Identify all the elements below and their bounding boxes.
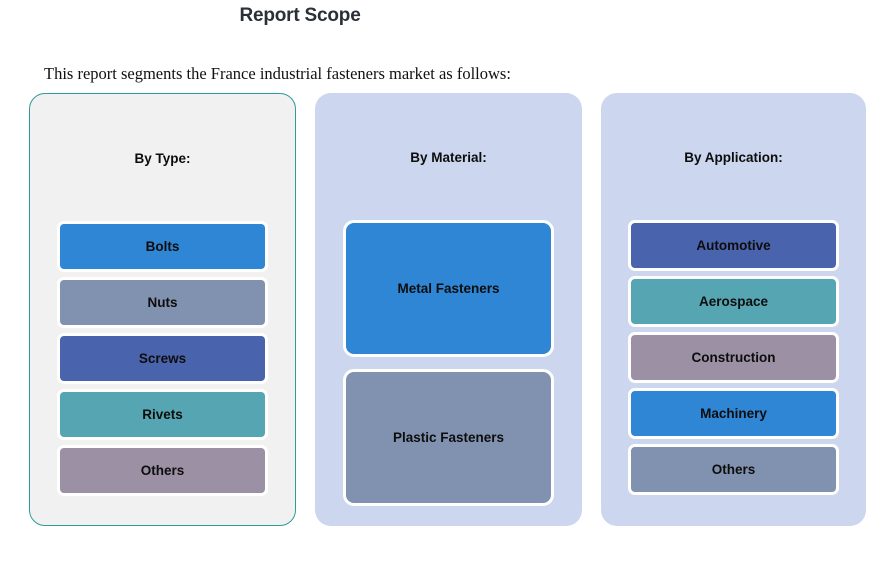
segment-item-label: Metal Fasteners <box>397 281 500 296</box>
panel-by-application-items: Automotive Aerospace Construction Machin… <box>601 220 866 526</box>
panel-by-type-heading: By Type: <box>134 151 191 166</box>
segmentation-panels: By Type: Bolts Nuts Screws Rivets Others… <box>0 93 894 528</box>
intro-text: This report segments the France industri… <box>44 64 511 83</box>
panel-by-application: By Application: Automotive Aerospace Con… <box>601 93 866 526</box>
segment-item-label: Construction <box>691 350 776 365</box>
panel-by-material-items: Metal Fasteners Plastic Fasteners <box>315 220 582 526</box>
segment-item-label: Machinery <box>700 406 767 421</box>
segment-item[interactable]: Plastic Fasteners <box>343 369 554 506</box>
segment-item[interactable]: Bolts <box>57 221 268 272</box>
segment-item[interactable]: Rivets <box>57 389 268 440</box>
segment-item[interactable]: Nuts <box>57 277 268 328</box>
segment-item-label: Rivets <box>142 407 183 422</box>
segment-item-label: Nuts <box>147 295 178 310</box>
segment-item-label: Aerospace <box>698 294 769 309</box>
segment-item[interactable]: Screws <box>57 333 268 384</box>
segment-item-label: Automotive <box>696 238 771 253</box>
segment-item[interactable]: Machinery <box>628 388 839 439</box>
segment-item-label: Plastic Fasteners <box>392 430 505 445</box>
segment-item-label: Screws <box>138 351 187 366</box>
panel-by-material-heading: By Material: <box>410 150 487 165</box>
segment-item[interactable]: Aerospace <box>628 276 839 327</box>
segment-item-label: Bolts <box>145 239 180 254</box>
segment-item[interactable]: Metal Fasteners <box>343 220 554 357</box>
segment-item[interactable]: Construction <box>628 332 839 383</box>
segment-item[interactable]: Others <box>628 444 839 495</box>
segment-item-label: Others <box>711 462 756 477</box>
segment-item-label: Others <box>140 463 185 478</box>
panel-by-type: By Type: Bolts Nuts Screws Rivets Others <box>29 93 296 526</box>
panel-by-material: By Material: Metal Fasteners Plastic Fas… <box>315 93 582 526</box>
panel-by-application-heading: By Application: <box>684 150 783 165</box>
panel-by-type-items: Bolts Nuts Screws Rivets Others <box>30 221 295 525</box>
page-title: Report Scope <box>239 5 361 26</box>
segment-item[interactable]: Automotive <box>628 220 839 271</box>
segment-item[interactable]: Others <box>57 445 268 496</box>
